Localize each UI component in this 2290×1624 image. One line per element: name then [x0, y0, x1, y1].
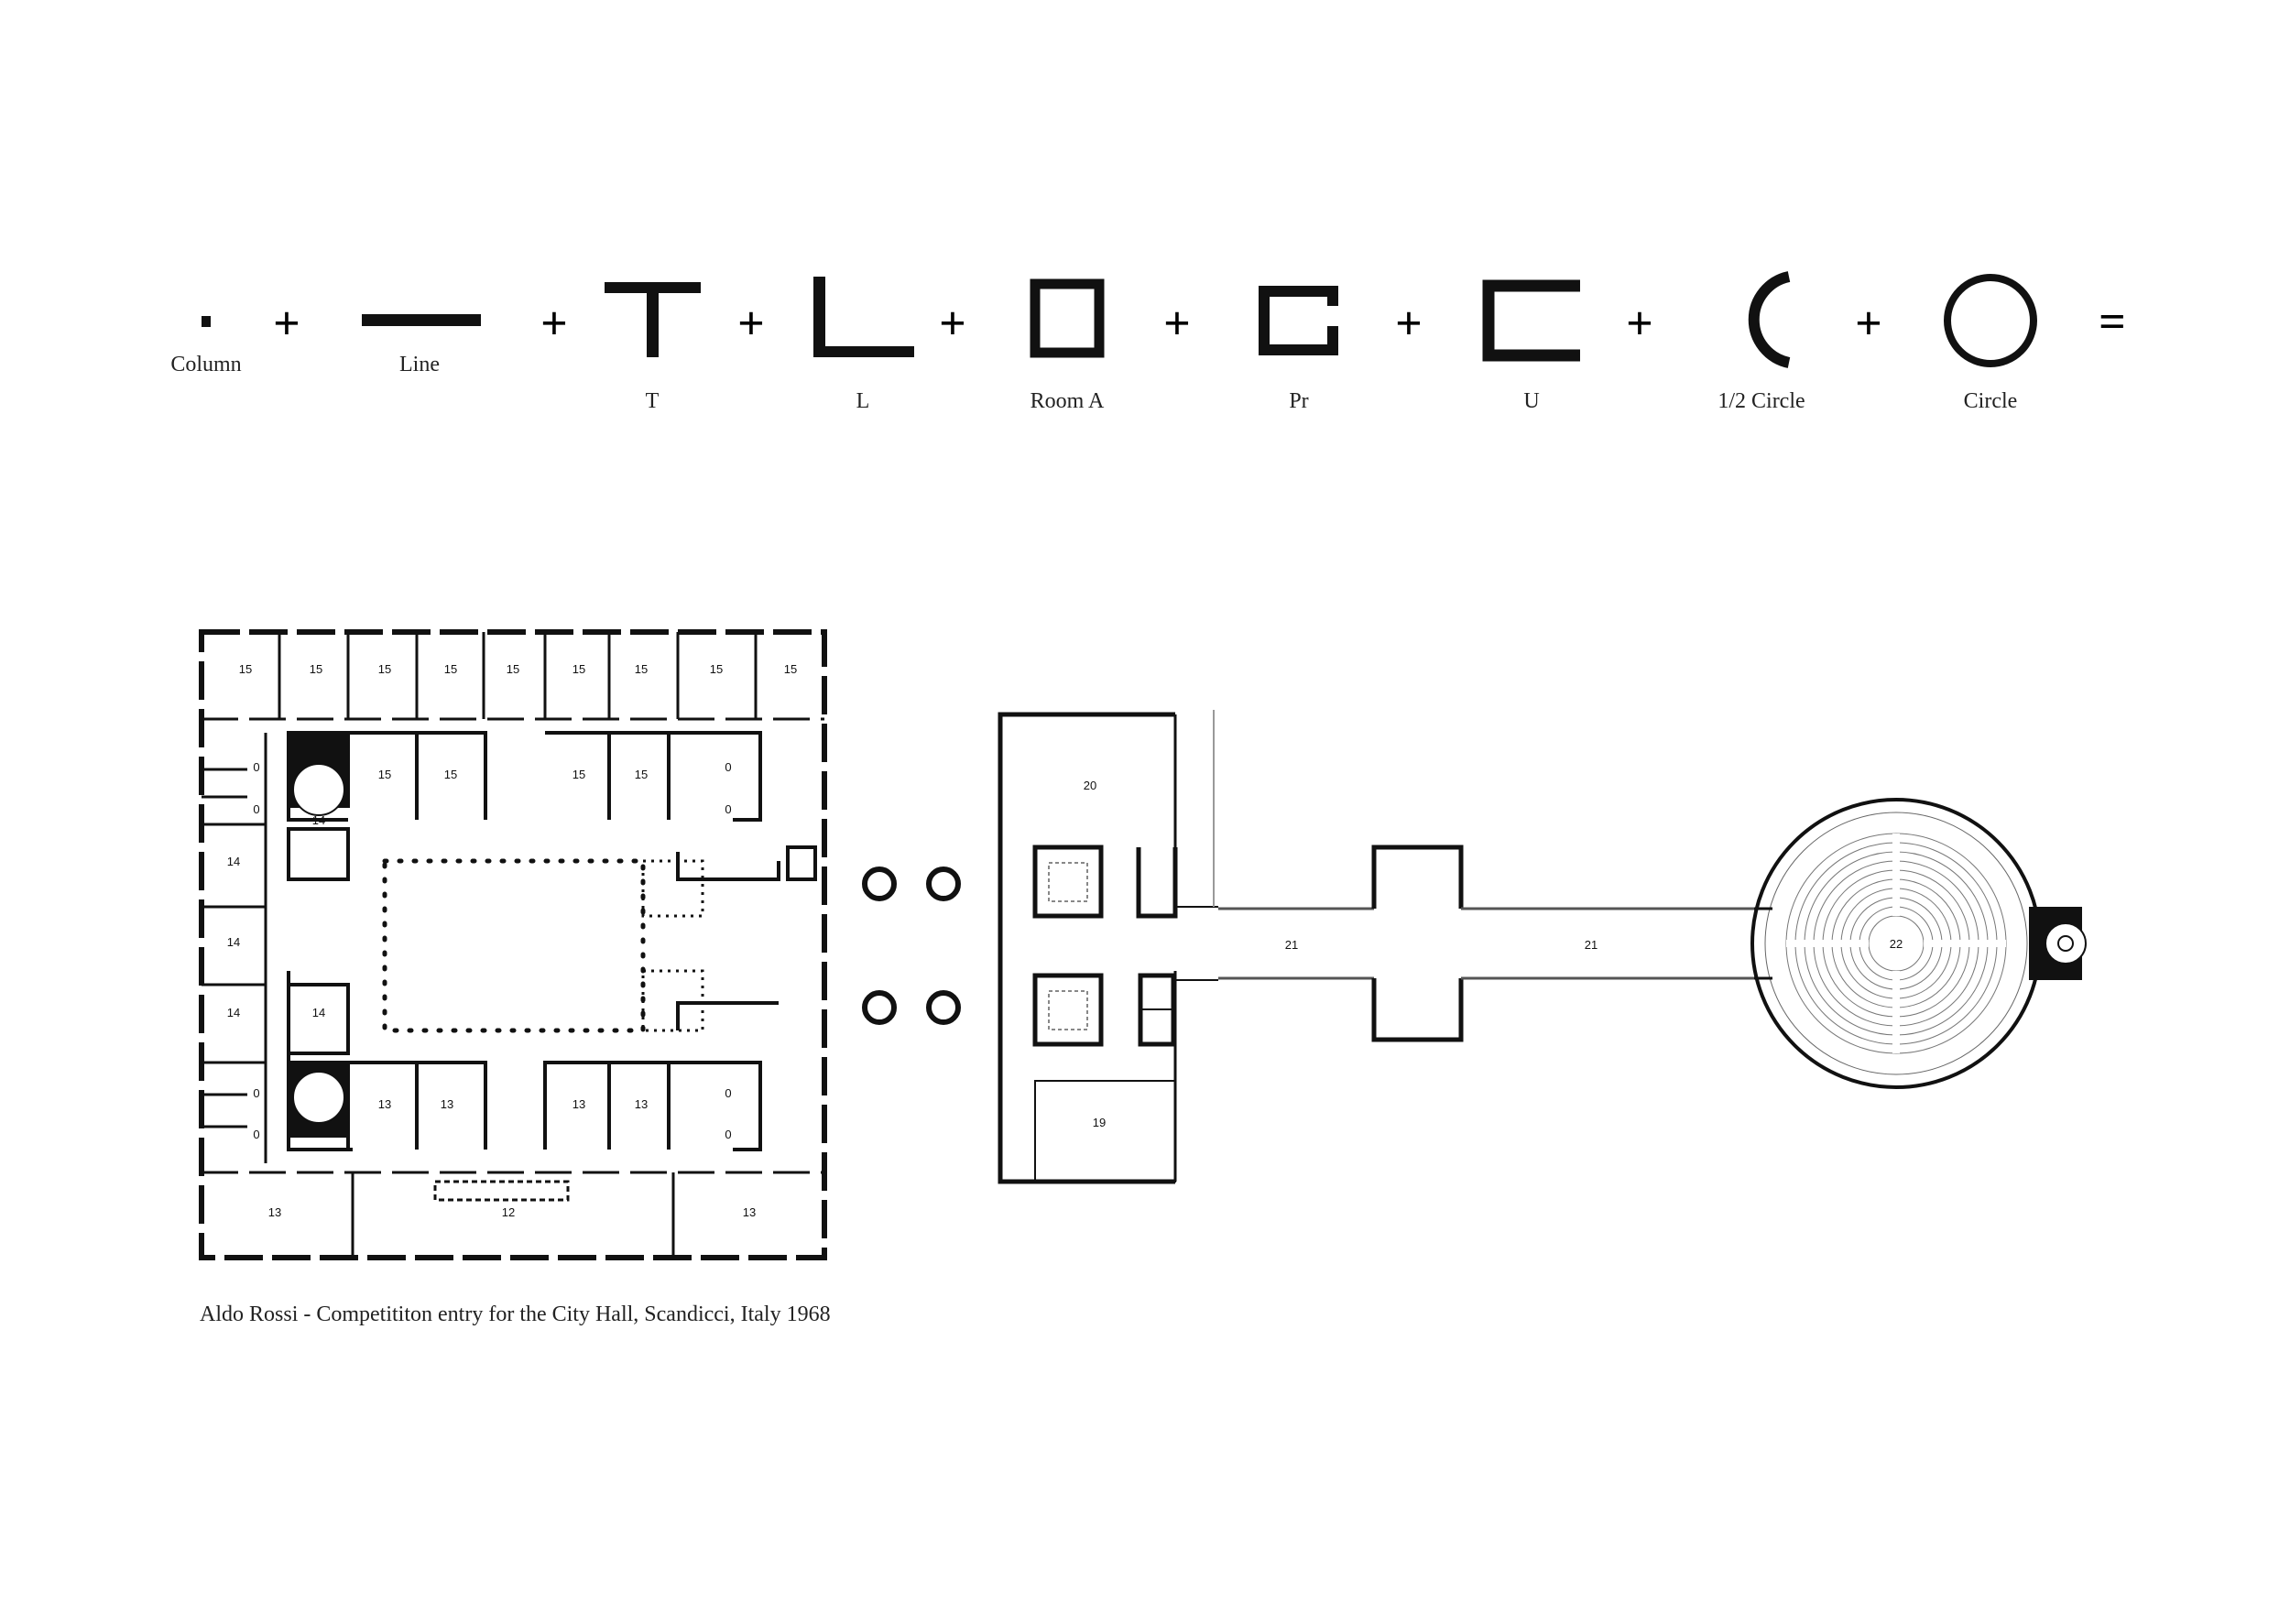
legend-item-room-a: Room A	[1030, 278, 1105, 413]
room-label: 21	[1285, 938, 1298, 952]
room-label: 12	[502, 1205, 515, 1219]
room-label: 13	[378, 1097, 391, 1111]
room-label: 0	[725, 760, 731, 774]
plus-operator: +	[1395, 298, 1423, 350]
room-label: 0	[725, 1128, 731, 1141]
room-label: 14	[312, 1006, 325, 1019]
legend-item-u: U	[1482, 279, 1580, 413]
room-labels-left-block: 15 15 15 15 15 15 15 15 15 15 15 15 15 0…	[227, 662, 797, 1219]
legend-item-half-circle: 1/2 Circle	[1718, 271, 1805, 413]
floor-plan-middle-block: 20 19	[998, 710, 1218, 1184]
l-shape-icon	[813, 277, 914, 357]
plus-operator: +	[273, 298, 300, 350]
figure-caption: Aldo Rossi - Competititon entry for the …	[200, 1302, 831, 1326]
circular-columns	[862, 866, 961, 1025]
circle-icon	[1944, 274, 2037, 367]
room-label: 0	[253, 1086, 259, 1100]
plus-operator: +	[939, 298, 966, 350]
room-label: 13	[743, 1205, 756, 1219]
u-shape-icon	[1482, 279, 1580, 362]
legend-label-circle: Circle	[1964, 389, 2018, 413]
legend-label-line: Line	[399, 353, 440, 376]
corridor-and-cross: 21 21	[1218, 845, 1754, 1042]
pr-shape-icon	[1259, 286, 1338, 355]
top-room-row	[202, 632, 824, 721]
column-circle	[926, 866, 961, 901]
courtyard-colonnade	[382, 858, 704, 1033]
room-label: 19	[1093, 1116, 1106, 1129]
legend-label-u: U	[1523, 389, 1539, 413]
room-label: 0	[253, 1128, 259, 1141]
room-label: 15	[378, 768, 391, 781]
room-label: 14	[227, 1006, 240, 1019]
room-label: 0	[253, 760, 259, 774]
room-label: 14	[227, 855, 240, 868]
plus-operator: +	[1163, 298, 1191, 350]
column-circle	[862, 990, 897, 1025]
room-label: 20	[1084, 779, 1096, 792]
room-label: 15	[444, 662, 457, 676]
half-circle-icon	[1748, 271, 1791, 368]
legend-label-room-a: Room A	[1030, 389, 1105, 413]
column-dot-icon	[202, 316, 211, 327]
legend-label-l: L	[856, 389, 870, 413]
legend-item-pr: Pr	[1259, 286, 1338, 413]
room-label: 15	[784, 662, 797, 676]
bottom-room-row	[202, 1171, 824, 1258]
room-label: 15	[507, 662, 519, 676]
left-room-column	[202, 733, 267, 1163]
plus-operator: +	[1626, 298, 1653, 350]
legend-row: Column + Line + T + L +	[170, 271, 2126, 413]
room-label: 0	[725, 802, 731, 816]
floor-plan-left-block: 15 15 15 15 15 15 15 15 15 15 15 15 15 0…	[199, 629, 827, 1260]
room-label: 21	[1585, 938, 1598, 952]
room-label: 22	[1890, 937, 1903, 951]
legend-label-t: T	[646, 389, 660, 413]
legend-label-pr: Pr	[1289, 389, 1308, 413]
room-label: 0	[253, 802, 259, 816]
room-label: 13	[635, 1097, 648, 1111]
room-label: 15	[310, 662, 322, 676]
legend-item-line: Line	[362, 314, 481, 376]
inner-office-ring	[287, 731, 817, 1151]
column-circle	[926, 990, 961, 1025]
legend-label-column: Column	[170, 353, 241, 376]
t-shape-icon	[605, 282, 701, 357]
room-square-icon	[1030, 278, 1105, 358]
room-label: 14	[312, 813, 325, 827]
room-label: 15	[239, 662, 252, 676]
equals-operator: =	[2099, 296, 2126, 348]
legend-item-circle: Circle	[1944, 274, 2037, 413]
room-label: 15	[572, 662, 585, 676]
room-label: 13	[572, 1097, 585, 1111]
column-circle	[862, 866, 897, 901]
plus-operator: +	[1855, 298, 1882, 350]
legend-label-half-circle: 1/2 Circle	[1718, 389, 1805, 413]
room-label: 15	[710, 662, 723, 676]
line-bar-icon	[362, 314, 481, 326]
legend-item-column: Column	[170, 316, 242, 376]
plus-operator: +	[540, 298, 568, 350]
room-label: 13	[441, 1097, 453, 1111]
room-label: 15	[635, 662, 648, 676]
room-label: 15	[378, 662, 391, 676]
rotunda: 22	[1750, 798, 2087, 1089]
room-label: 13	[268, 1205, 281, 1219]
plus-operator: +	[737, 298, 765, 350]
room-label: 15	[572, 768, 585, 781]
room-label: 0	[725, 1086, 731, 1100]
legend-item-l: L	[813, 277, 914, 413]
outer-wall-dashed	[199, 629, 827, 1260]
legend-item-t: T	[605, 282, 701, 413]
room-label: 15	[444, 768, 457, 781]
room-label: 15	[635, 768, 648, 781]
room-label: 14	[227, 935, 240, 949]
